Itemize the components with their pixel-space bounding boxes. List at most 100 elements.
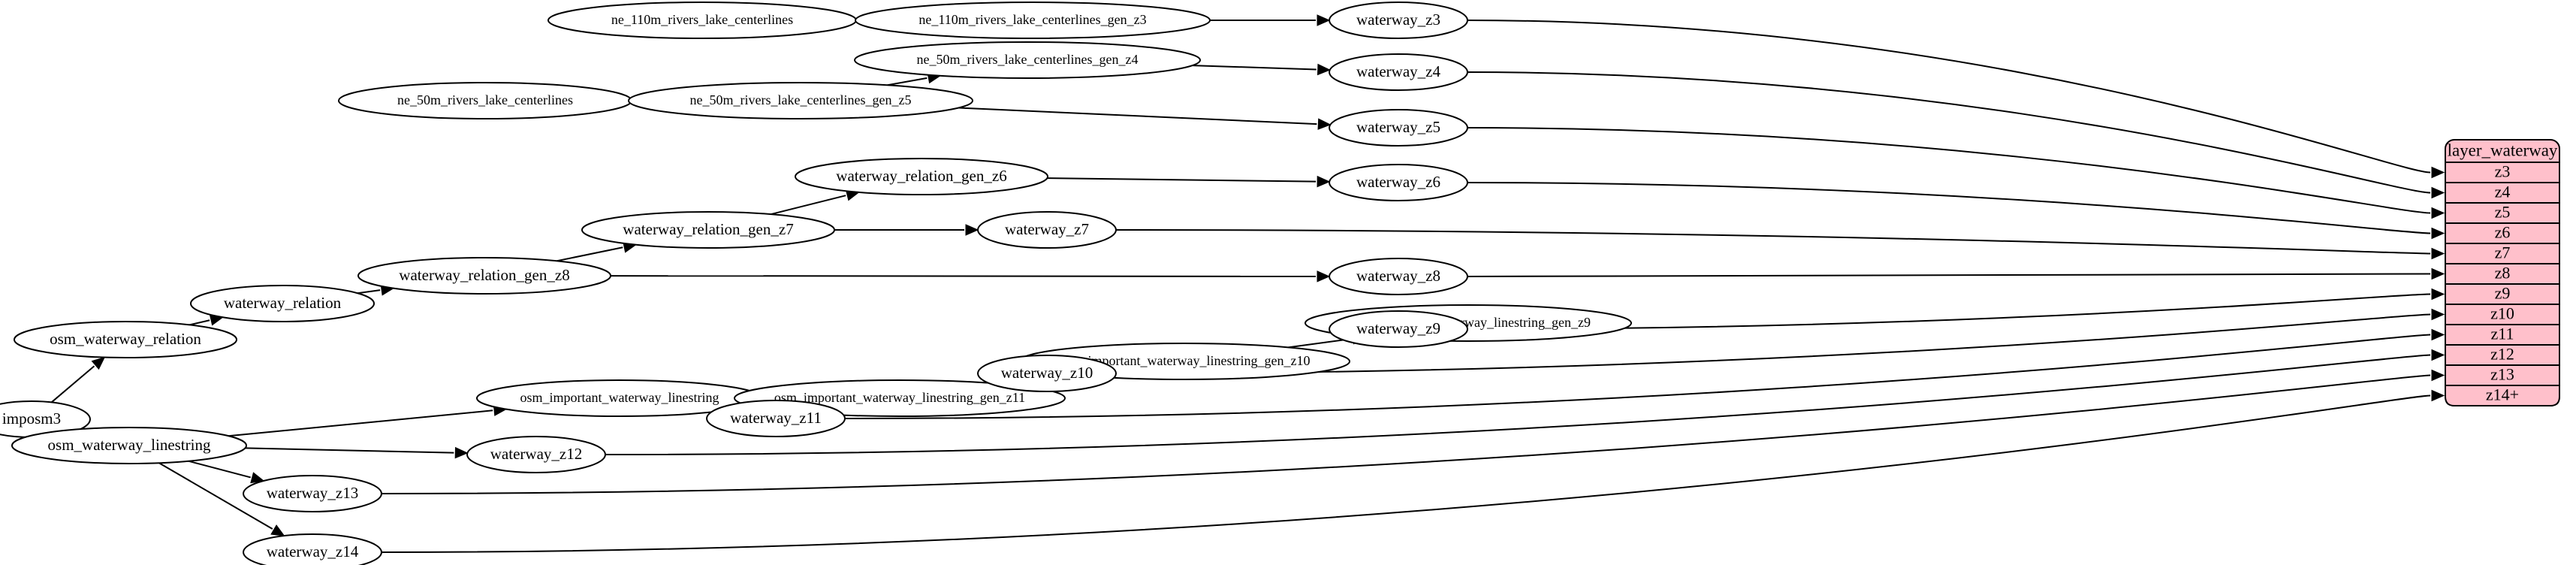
table-row[interactable]: z13 xyxy=(2445,364,2560,386)
edge-waterway_z10-to-layer_waterway.z10 xyxy=(1115,308,2445,374)
edge-waterway_z3-to-layer_waterway.z3 xyxy=(1467,20,2445,179)
edge-waterway_z12-to-layer_waterway.z12 xyxy=(605,349,2445,455)
node-shape xyxy=(1329,109,1468,147)
edge-imposm3-to-osm_waterway_relation xyxy=(50,356,106,403)
arrow-head xyxy=(2431,389,2445,402)
table-layer: layer_waterwayz3z4z5z6z7z8z9z10z11z12z13… xyxy=(2445,139,2560,406)
node-waterway_relation_gen_z6[interactable]: waterway_relation_gen_z6 xyxy=(795,158,1048,195)
node-waterway_relation_gen_z7[interactable]: waterway_relation_gen_z7 xyxy=(581,211,835,249)
edge-line xyxy=(50,365,95,403)
node-waterway_z11[interactable]: waterway_z11 xyxy=(706,400,846,437)
edge-waterway_relation_gen_z7-to-waterway_z7 xyxy=(834,224,979,236)
arrow-head xyxy=(2431,369,2445,382)
edge-line xyxy=(158,462,273,530)
edge-line xyxy=(844,334,2431,419)
arrow-head xyxy=(2431,186,2445,199)
node-shape xyxy=(855,2,1211,39)
node-waterway_z12[interactable]: waterway_z12 xyxy=(466,436,606,473)
node-shape xyxy=(190,285,375,322)
table-row[interactable]: z7 xyxy=(2445,243,2560,264)
table-row[interactable]: z4 xyxy=(2445,182,2560,204)
node-shape xyxy=(466,436,606,473)
edge-waterway_relation_gen_z8-to-waterway_relation_gen_z7 xyxy=(556,241,638,262)
edge-line xyxy=(1115,313,2431,374)
edge-waterway_z13-to-layer_waterway.z13 xyxy=(381,369,2445,494)
table-row[interactable]: z14+ xyxy=(2445,385,2560,406)
edge-line xyxy=(1047,177,1317,183)
edge-line xyxy=(556,246,623,262)
arrow-head xyxy=(1317,118,1332,130)
node-layer: imposm3osm_waterway_relationosm_waterway… xyxy=(0,2,1632,565)
arrow-head xyxy=(250,472,265,484)
edge-waterway_z6-to-layer_waterway.z6 xyxy=(1467,182,2445,240)
table-row-rect xyxy=(2445,162,2560,183)
node-waterway_z5[interactable]: waterway_z5 xyxy=(1329,109,1468,147)
node-waterway_z10[interactable]: waterway_z10 xyxy=(977,355,1117,392)
edge-line xyxy=(189,319,210,326)
node-shape xyxy=(1329,258,1468,295)
arrow-head xyxy=(2431,166,2445,179)
node-waterway_z7[interactable]: waterway_z7 xyxy=(977,211,1117,249)
edge-waterway_z4-to-layer_waterway.z4 xyxy=(1467,71,2445,199)
node-osm_waterway_relation[interactable]: osm_waterway_relation xyxy=(14,321,237,358)
layer-waterway-table[interactable]: layer_waterwayz3z4z5z6z7z8z9z10z11z12z13… xyxy=(2445,139,2560,406)
edge-waterway_z14-to-layer_waterway.z14+ xyxy=(381,389,2445,553)
edge-layer xyxy=(50,14,2445,553)
edge-line xyxy=(381,394,2431,553)
arrow-head xyxy=(1317,175,1331,188)
table-row[interactable]: z5 xyxy=(2445,202,2560,224)
table-row[interactable]: z12 xyxy=(2445,344,2560,366)
node-waterway_relation_gen_z8[interactable]: waterway_relation_gen_z8 xyxy=(357,257,611,295)
node-shape xyxy=(1329,53,1468,91)
node-waterway_z14[interactable]: waterway_z14 xyxy=(243,533,382,565)
node-ne_50m_rivers_lake_centerlines[interactable]: ne_50m_rivers_lake_centerlines xyxy=(338,82,632,119)
node-shape xyxy=(243,533,382,565)
arrow-head xyxy=(2431,288,2445,301)
edge-osm_waterway_linestring-to-waterway_z13 xyxy=(188,460,265,484)
node-shape xyxy=(547,2,857,39)
edge-line xyxy=(228,409,493,437)
arrow-head xyxy=(1317,270,1331,282)
edge-line xyxy=(887,77,928,86)
node-waterway_z6[interactable]: waterway_z6 xyxy=(1329,164,1468,201)
table-row-rect xyxy=(2445,364,2560,386)
node-shape xyxy=(243,475,382,512)
node-waterway_z9[interactable]: waterway_z9 xyxy=(1329,310,1468,348)
node-waterway_z8[interactable]: waterway_z8 xyxy=(1329,258,1468,295)
node-ne_50m_rivers_lake_centerlines_gen_z4[interactable]: ne_50m_rivers_lake_centerlines_gen_z4 xyxy=(854,41,1201,79)
node-waterway_relation[interactable]: waterway_relation xyxy=(190,285,375,322)
edge-ne_110m_rivers_lake_centerlines_gen_z3-to-waterway_z3 xyxy=(1210,14,1331,26)
node-waterway_z3[interactable]: waterway_z3 xyxy=(1329,2,1468,39)
node-waterway_z13[interactable]: waterway_z13 xyxy=(243,475,382,512)
edge-waterway_relation_gen_z6-to-waterway_z6 xyxy=(1047,175,1331,188)
edge-line xyxy=(188,460,251,479)
node-shape xyxy=(706,400,846,437)
node-ne_50m_rivers_lake_centerlines_gen_z5[interactable]: ne_50m_rivers_lake_centerlines_gen_z5 xyxy=(628,82,973,119)
edge-osm_waterway_linestring-to-waterway_z14 xyxy=(158,462,285,536)
edge-line xyxy=(1115,229,2431,255)
node-ne_110m_rivers_lake_centerlines[interactable]: ne_110m_rivers_lake_centerlines xyxy=(547,2,857,39)
table-row-rect xyxy=(2445,263,2560,285)
node-shape xyxy=(357,257,611,295)
table-row-rect xyxy=(2445,344,2560,366)
table-row[interactable]: z3 xyxy=(2445,162,2560,183)
arrow-head xyxy=(2431,227,2445,240)
node-osm_waterway_linestring[interactable]: osm_waterway_linestring xyxy=(11,427,247,464)
node-shape xyxy=(854,41,1201,79)
edge-line xyxy=(1192,65,1317,71)
table-row[interactable]: z8 xyxy=(2445,263,2560,285)
table-row-rect xyxy=(2445,283,2560,305)
table-row[interactable]: z9 xyxy=(2445,283,2560,305)
table-row[interactable]: z10 xyxy=(2445,304,2560,325)
arrow-head xyxy=(2431,207,2445,219)
table-row[interactable]: z11 xyxy=(2445,324,2560,346)
edge-line xyxy=(771,195,846,216)
node-shape xyxy=(1329,2,1468,39)
node-waterway_z4[interactable]: waterway_z4 xyxy=(1329,53,1468,91)
edge-waterway_z5-to-layer_waterway.z5 xyxy=(1467,127,2445,219)
node-shape xyxy=(14,321,237,358)
table-row[interactable]: z6 xyxy=(2445,222,2560,244)
node-ne_110m_rivers_lake_centerlines_gen_z3[interactable]: ne_110m_rivers_lake_centerlines_gen_z3 xyxy=(855,2,1211,39)
edge-line xyxy=(245,447,454,454)
